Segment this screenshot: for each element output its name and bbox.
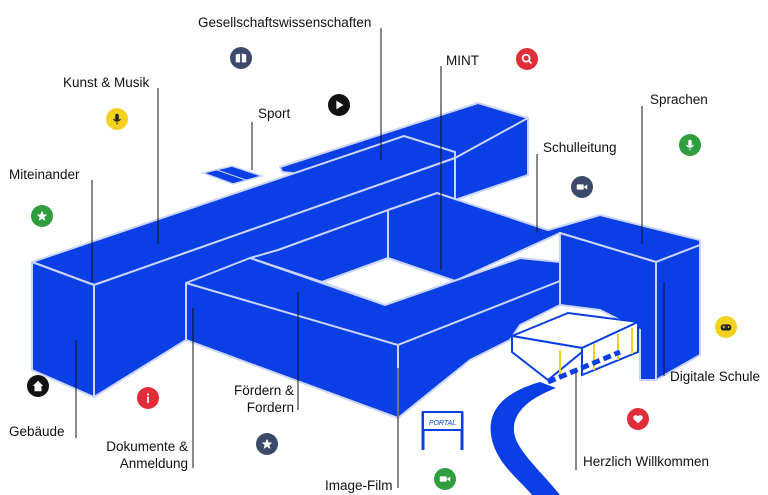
video-icon-2[interactable] xyxy=(434,468,456,490)
heart-icon[interactable] xyxy=(627,408,649,430)
label-gebaeude[interactable]: Gebäude xyxy=(9,424,65,439)
label-dokumente-anmeldung[interactable]: Dokumente & Anmeldung xyxy=(96,438,188,472)
book-icon[interactable] xyxy=(230,47,252,69)
search-icon[interactable] xyxy=(516,48,538,70)
info-icon[interactable] xyxy=(137,387,159,409)
school-sign[interactable]: PORTAL xyxy=(421,411,464,450)
label-foerdern-fordern[interactable]: Fördern & Fordern xyxy=(230,382,294,416)
microphone-icon-2[interactable] xyxy=(679,134,701,156)
label-dokumente-line1: Dokumente & xyxy=(106,439,188,454)
leader-lines xyxy=(75,28,665,488)
label-kunst-musik[interactable]: Kunst & Musik xyxy=(63,75,150,90)
gamepad-icon[interactable] xyxy=(715,316,737,338)
label-dokumente-line2: Anmeldung xyxy=(119,456,188,471)
sport-field[interactable] xyxy=(200,165,265,185)
label-foerdern-line2: Fordern xyxy=(246,400,294,415)
entrance-path xyxy=(490,382,560,495)
video-icon[interactable] xyxy=(571,176,593,198)
building[interactable] xyxy=(31,102,701,419)
label-sport[interactable]: Sport xyxy=(258,106,291,121)
label-herzlich-willkommen[interactable]: Herzlich Willkommen xyxy=(583,454,710,469)
label-digitale-schule[interactable]: Digitale Schule xyxy=(670,369,761,384)
svg-text:PORTAL: PORTAL xyxy=(429,420,456,427)
play-icon[interactable] xyxy=(328,94,350,116)
label-gesellschaftswissenschaften[interactable]: Gesellschaftswissenschaften xyxy=(198,15,372,30)
entrance-canopy[interactable] xyxy=(508,311,642,385)
label-sprachen[interactable]: Sprachen xyxy=(650,92,708,107)
label-foerdern-line1: Fördern & xyxy=(233,383,294,398)
star-icon[interactable] xyxy=(31,205,53,227)
label-schulleitung[interactable]: Schulleitung xyxy=(543,140,617,155)
label-image-film[interactable]: Image-Film xyxy=(325,478,393,493)
star-icon-2[interactable] xyxy=(256,433,278,455)
label-miteinander[interactable]: Miteinander xyxy=(9,167,80,182)
home-icon[interactable] xyxy=(27,375,49,397)
microphone-icon[interactable] xyxy=(106,108,128,130)
label-mint[interactable]: MINT xyxy=(446,53,479,68)
